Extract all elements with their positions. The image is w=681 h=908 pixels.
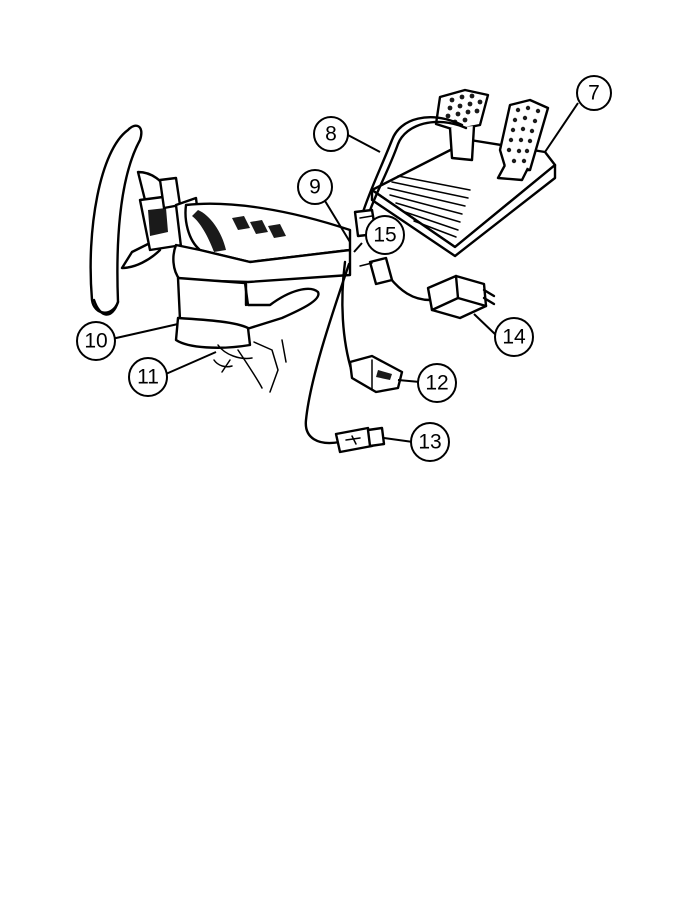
ps2-connector: [350, 356, 402, 392]
callout-9: 9: [298, 170, 332, 204]
cables: [306, 258, 430, 443]
callout-label-10: 10: [84, 330, 107, 353]
callout-15: 15: [366, 216, 404, 254]
callout-14: 14: [495, 318, 533, 356]
callout-label-11: 11: [137, 366, 159, 389]
callout-label-15: 15: [373, 224, 396, 247]
callout-11: 11: [129, 358, 167, 396]
callout-label-13: 13: [418, 431, 441, 454]
callout-8: 8: [314, 117, 348, 151]
usb-connector: [336, 428, 384, 452]
callout-7: 7: [577, 76, 611, 110]
power-adapter: [428, 276, 494, 318]
wheel-body: [173, 204, 350, 392]
callout-13: 13: [411, 423, 449, 461]
callout-label-12: 12: [425, 372, 448, 395]
callout-label-9: 9: [309, 176, 321, 199]
callout-10: 10: [77, 322, 115, 360]
callout-12: 12: [418, 364, 456, 402]
callout-label-7: 7: [588, 82, 600, 105]
callout-label-8: 8: [325, 123, 337, 146]
callout-label-14: 14: [502, 326, 526, 349]
